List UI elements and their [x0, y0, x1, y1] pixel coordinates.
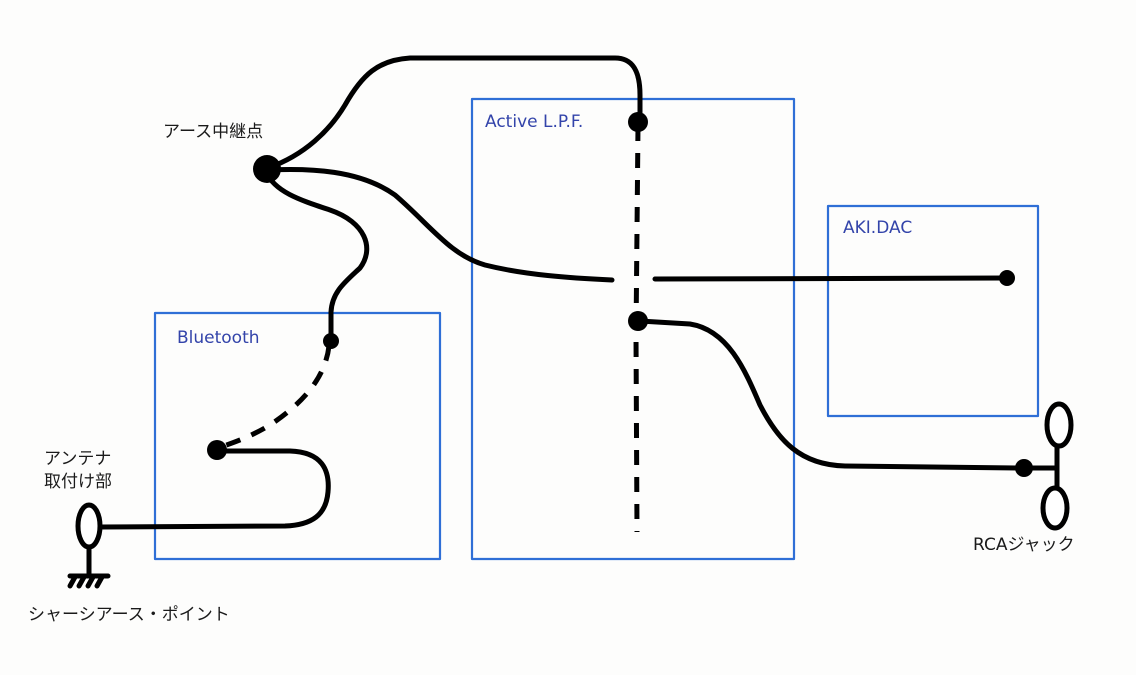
wire-earth-to-dac-a [265, 166, 615, 283]
wire-earth-to-lpf-top [265, 55, 643, 171]
antenna-label-line1: アンテナ [44, 449, 112, 469]
bluetooth-box-label: Bluetooth [177, 328, 260, 348]
rca-jack-upper-oval [1044, 401, 1074, 449]
bluetooth-ground-dot [323, 333, 339, 349]
antenna-mount-oval [75, 502, 103, 550]
rca-jack-dot [1015, 459, 1033, 477]
rca-jack-lower-oval [1040, 485, 1070, 531]
lpf-mid-junction-dot [628, 311, 648, 331]
ground-symbol [67, 543, 111, 589]
wire-earth-to-dac-b [652, 275, 1008, 282]
active-lpf-box [470, 97, 796, 561]
bluetooth-antenna-dot [207, 440, 227, 460]
lpf-top-junction-dot [628, 112, 648, 132]
wire-bluetooth-to-antenna [97, 448, 331, 530]
chassis-ground-label: シャーシアース・ポイント [28, 605, 230, 625]
aki-dac-box [826, 204, 1040, 418]
active-lpf-box-label: Active L.P.F. [485, 112, 584, 132]
earth-relay-label: アース中継点 [163, 122, 264, 142]
dac-input-dot [999, 270, 1015, 286]
rca-jack-label: RCAジャック [973, 535, 1075, 555]
antenna-label-line2: 取付け部 [44, 472, 112, 492]
bluetooth-box [153, 311, 442, 561]
earth-relay-dot [253, 155, 281, 183]
wire-bluetooth-dashed [217, 345, 332, 451]
aki-dac-box-label: AKI.DAC [843, 218, 913, 238]
wire-lpf-to-rca [637, 318, 1059, 471]
wire-earth-to-bluetooth [263, 169, 370, 343]
